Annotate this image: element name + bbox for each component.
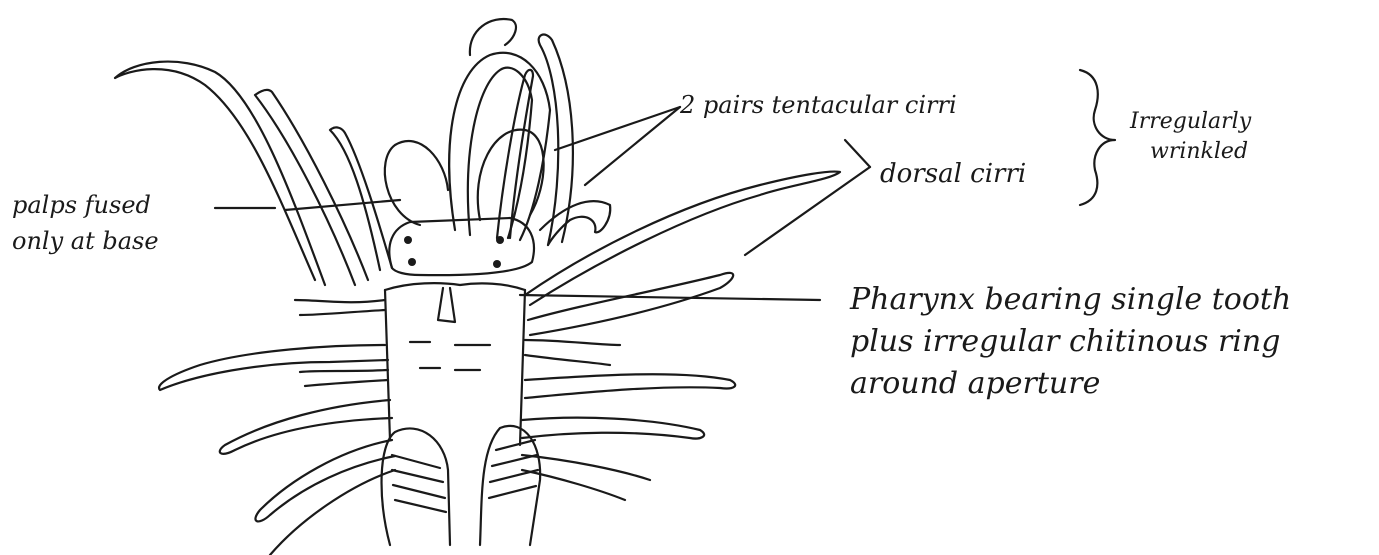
lower-lobe-left (382, 428, 450, 545)
leader-tentacular-2 (585, 107, 680, 185)
parapodium-right-1 (525, 172, 840, 305)
parapodium-left-3 (300, 370, 388, 386)
lower-lobe-right (480, 426, 540, 545)
label-pharynx-3: around aperture (850, 367, 1100, 400)
eye-2 (408, 258, 416, 266)
parapodium-right-3 (525, 340, 620, 365)
palp-left (385, 141, 448, 225)
label-wrinkled: wrinkled (1150, 140, 1248, 164)
bracket (1080, 70, 1115, 205)
parapodium-left-1 (295, 300, 385, 315)
label-dorsal-cirri: dorsal cirri (880, 160, 1026, 189)
tentacular-cirrus-4 (539, 35, 573, 245)
leader-tentacular-1 (555, 107, 680, 150)
segment-line (410, 342, 490, 370)
leader-dorsal-2 (745, 167, 870, 255)
label-only-at-base: only at base (12, 228, 159, 254)
body-outline (385, 290, 525, 445)
leader-palps-2 (285, 200, 400, 210)
pharynx-rim (385, 283, 525, 290)
lobe-hatch (392, 440, 538, 512)
leader-dorsal (845, 140, 870, 167)
label-tentacular-cirri: 2 pairs tentacular cirri (680, 92, 957, 118)
label-irregularly: Irregularly (1130, 110, 1251, 134)
parapodium-right-5 (522, 418, 704, 439)
eye-4 (493, 260, 501, 268)
label-palps-fused: palps fused (12, 192, 151, 218)
cirrus-left-2 (255, 90, 368, 285)
parapodium-right-4 (525, 374, 735, 398)
label-pharynx-2: plus irregular chitinous ring (850, 325, 1280, 358)
parapodium-right-2 (528, 273, 733, 335)
eye-1 (404, 236, 412, 244)
parapodium-left-5 (255, 440, 395, 521)
leader-pharynx (520, 295, 820, 300)
eye-3 (496, 236, 504, 244)
parapodium-left-6 (270, 470, 395, 555)
top-lobe (470, 19, 516, 55)
pharynx-tooth (438, 288, 455, 322)
label-pharynx-1: Pharynx bearing single tooth (850, 283, 1291, 316)
